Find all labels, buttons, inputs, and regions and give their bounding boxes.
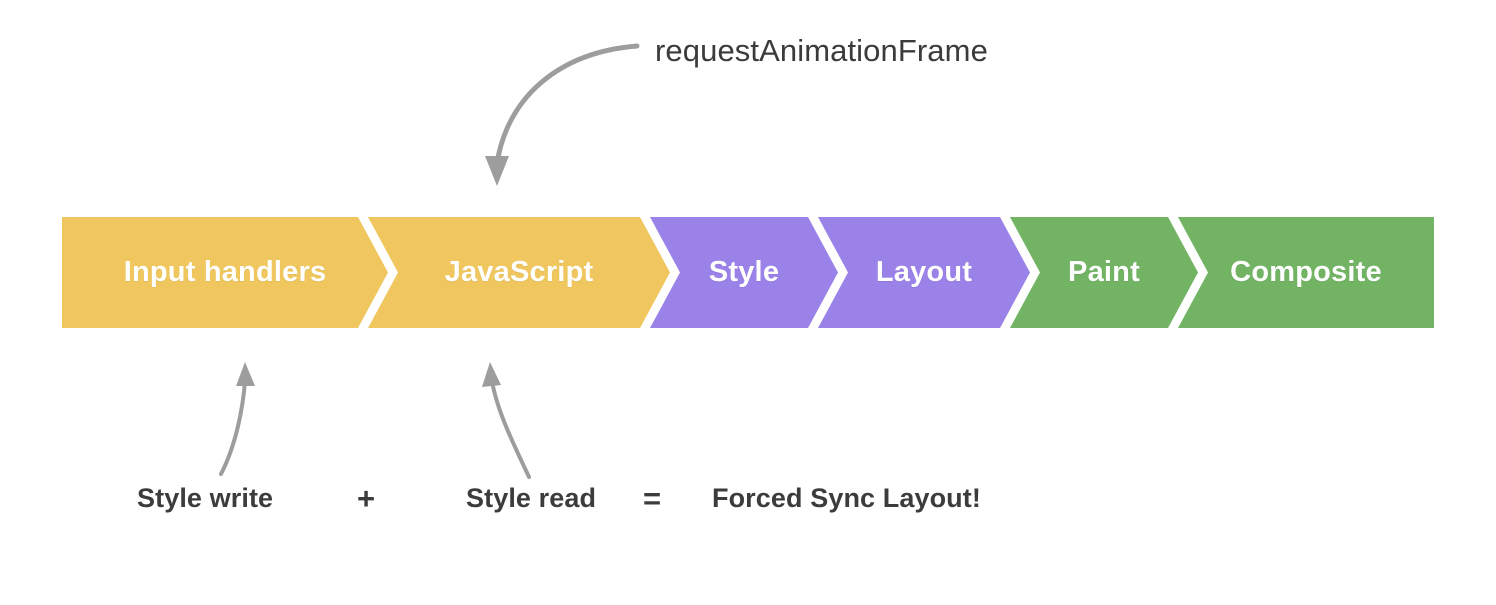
rendering-pipeline: Input handlers JavaScript Style Layout P… bbox=[62, 217, 1434, 328]
segment-shape-input-handlers[interactable] bbox=[62, 217, 388, 328]
formula-term-style-read: Style read bbox=[466, 483, 597, 513]
formula-plus-operator: + bbox=[357, 481, 376, 516]
segment-shape-paint[interactable] bbox=[1010, 217, 1198, 328]
pipeline-shapes bbox=[62, 217, 1434, 328]
style-read-arrow bbox=[482, 362, 531, 479]
formula-result-forced-sync-layout: Forced Sync Layout! bbox=[712, 483, 981, 513]
segment-label-layout: Layout bbox=[875, 256, 973, 288]
segment-shape-layout[interactable] bbox=[818, 217, 1030, 328]
style-write-arrow bbox=[219, 362, 255, 476]
segment-shape-javascript[interactable] bbox=[368, 217, 670, 328]
raf-arrow bbox=[485, 43, 640, 186]
segment-label-javascript: JavaScript bbox=[444, 256, 594, 288]
segment-label-style: Style bbox=[708, 256, 780, 288]
segment-label-composite: Composite bbox=[1230, 256, 1382, 288]
request-animation-frame-label: requestAnimationFrame bbox=[655, 33, 988, 68]
formula-term-style-write: Style write bbox=[137, 483, 274, 513]
segment-shape-composite[interactable] bbox=[1178, 217, 1434, 328]
segment-label-input-handlers: Input handlers bbox=[123, 256, 327, 288]
segment-label-paint: Paint bbox=[1068, 256, 1140, 288]
formula-equals-operator: = bbox=[643, 481, 662, 516]
segment-shape-style[interactable] bbox=[650, 217, 838, 328]
